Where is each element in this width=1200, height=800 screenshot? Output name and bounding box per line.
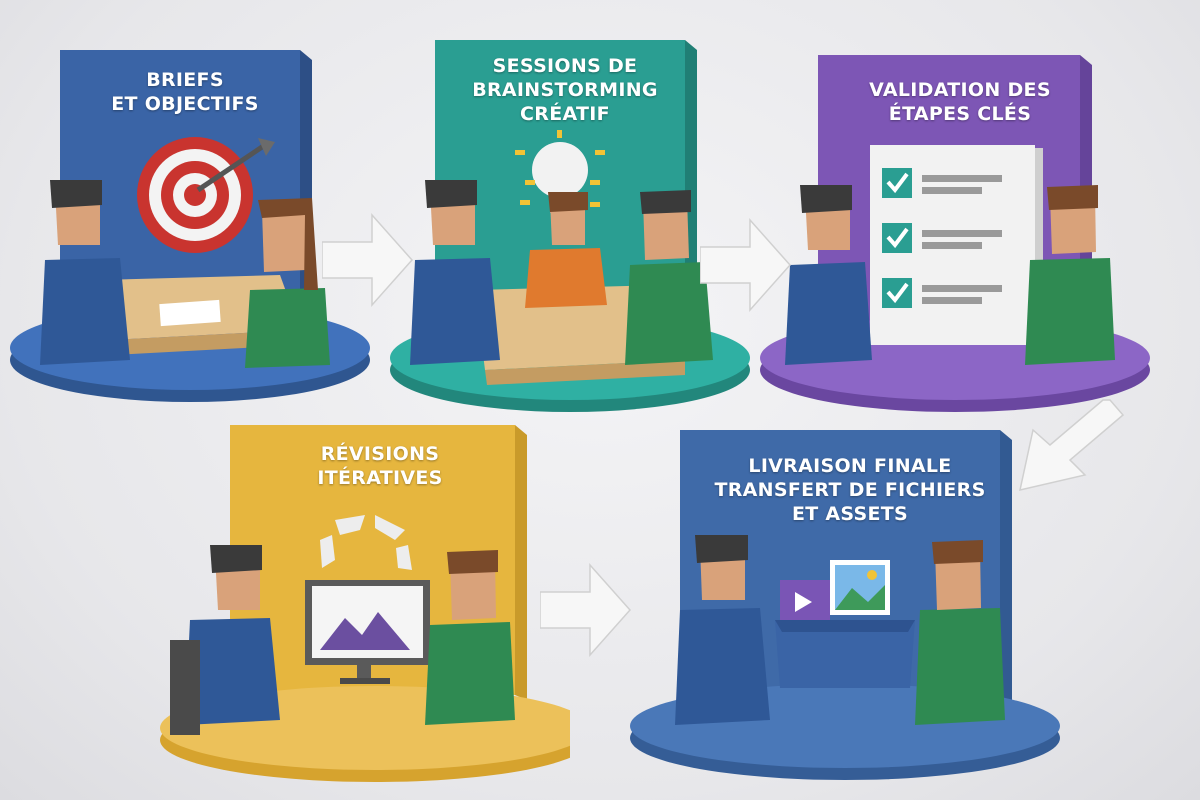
- step-title-line: BRIEFS: [146, 69, 224, 91]
- assets-box-icon: [775, 560, 915, 688]
- person-blue: [170, 545, 280, 735]
- step-title-line: ITÉRATIVES: [317, 467, 443, 489]
- person-green: [915, 540, 1005, 725]
- monitor-icon: [305, 580, 430, 684]
- person-blue: [40, 180, 130, 365]
- arrow-right-icon: [540, 563, 632, 657]
- person-green: [425, 550, 515, 725]
- cycle-arrows-icon: [320, 515, 412, 570]
- step-title-line: BRAINSTORMING: [472, 79, 658, 101]
- person-blue: [785, 185, 872, 365]
- step-title-line: VALIDATION DES: [869, 79, 1051, 101]
- person-green: [245, 198, 330, 368]
- step-title-line: ÉTAPES CLÉS: [888, 103, 1032, 125]
- step-title-line: TRANSFERT DE FICHIERS: [714, 479, 986, 501]
- step-title-line: SESSIONS DE: [492, 55, 638, 77]
- step-title-line: ET ASSETS: [791, 503, 909, 525]
- arrow-right-icon: [700, 218, 792, 312]
- step-title-line: ET OBJECTIFS: [111, 93, 259, 115]
- arrow-down-left-icon: [1019, 399, 1125, 491]
- person-blue: [675, 535, 770, 725]
- step-title-line: RÉVISIONS: [320, 443, 440, 465]
- person-blue: [410, 180, 500, 365]
- step-title-line: CRÉATIF: [520, 103, 610, 125]
- arrow-right-icon: [322, 213, 414, 307]
- lightbulb-icon: [515, 130, 605, 213]
- person-green: [625, 190, 713, 365]
- step-title-line: LIVRAISON FINALE: [748, 455, 952, 477]
- person-orange: [525, 192, 607, 308]
- checklist-icon: [870, 145, 1043, 345]
- target-icon: [137, 137, 275, 253]
- person-green: [1025, 185, 1115, 365]
